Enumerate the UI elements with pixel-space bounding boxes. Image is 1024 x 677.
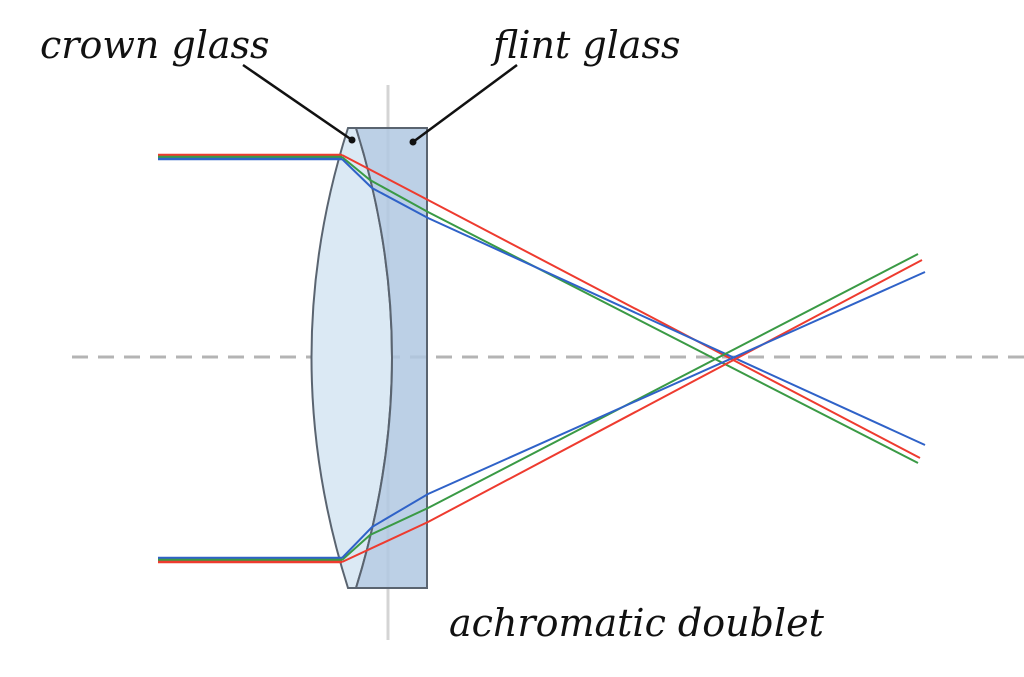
incoming-rays-top — [158, 153, 342, 161]
refracted-rays-top — [341, 154, 926, 464]
flint-leader-line — [412, 63, 518, 144]
crown-leader-line — [242, 63, 353, 142]
flint-leader-dot — [409, 138, 417, 146]
refracted-rays-bottom — [341, 253, 926, 563]
flint-glass-label: flint glass — [493, 23, 681, 67]
crown-leader-dot — [348, 136, 356, 144]
crown-glass-label: crown glass — [40, 23, 270, 67]
leader-lines — [242, 63, 518, 146]
achromatic-doublet-label: achromatic doublet — [449, 601, 824, 645]
incoming-rays-bottom — [158, 556, 342, 564]
flint-glass-element — [354, 127, 428, 589]
